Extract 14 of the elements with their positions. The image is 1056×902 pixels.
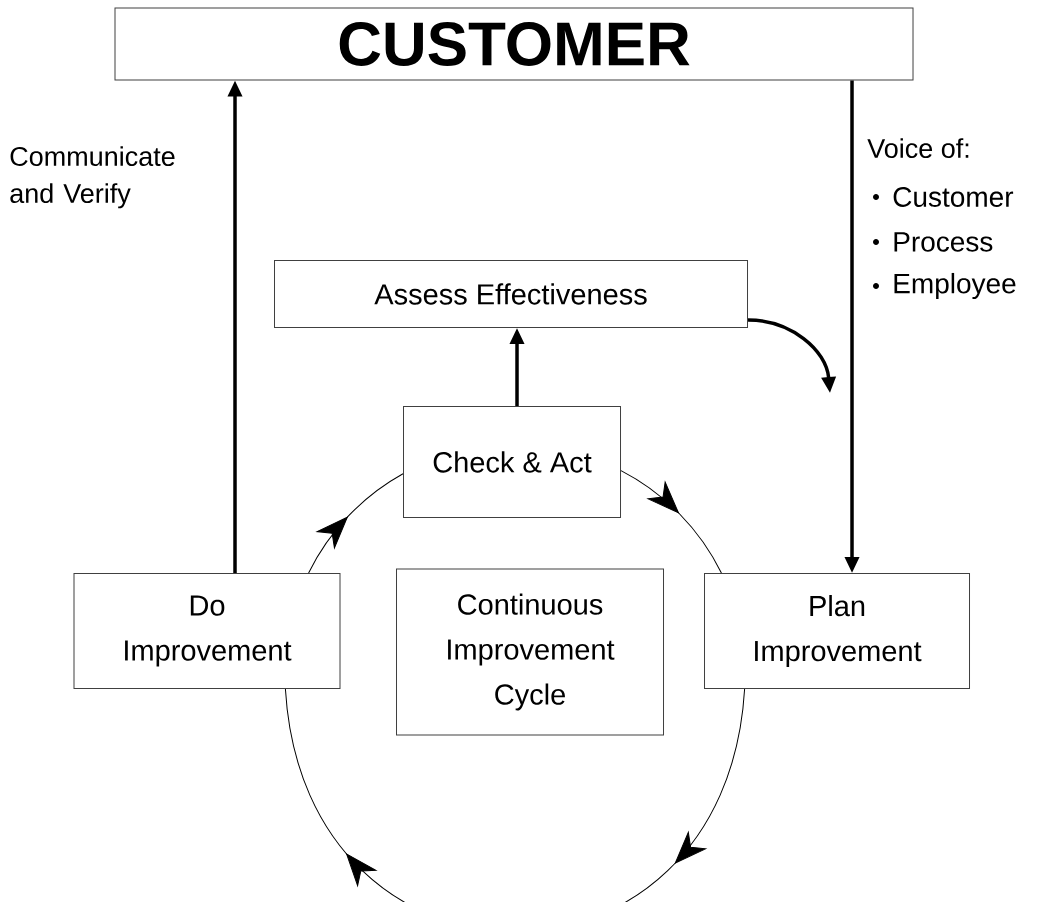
edge-label: Communicate and Verify (10, 146, 175, 209)
cycle-arrow (284, 688, 746, 902)
process-box: Check & Act (403, 406, 621, 518)
title-box: CUSTOMER (114, 7, 914, 81)
process-box: Assess Effectiveness (274, 260, 748, 328)
process-box: Do Improvement (73, 573, 341, 689)
process-box: Continuous Improvement Cycle (396, 568, 664, 736)
list-item: Process (873, 232, 993, 252)
cycle-arrow (620, 470, 722, 574)
process-box: Plan Improvement (704, 573, 970, 689)
list-item: Customer (873, 187, 1014, 207)
cycle-arrow (308, 473, 404, 574)
edge-label: Voice of: (867, 138, 969, 158)
list-item: Employee (873, 272, 1016, 300)
